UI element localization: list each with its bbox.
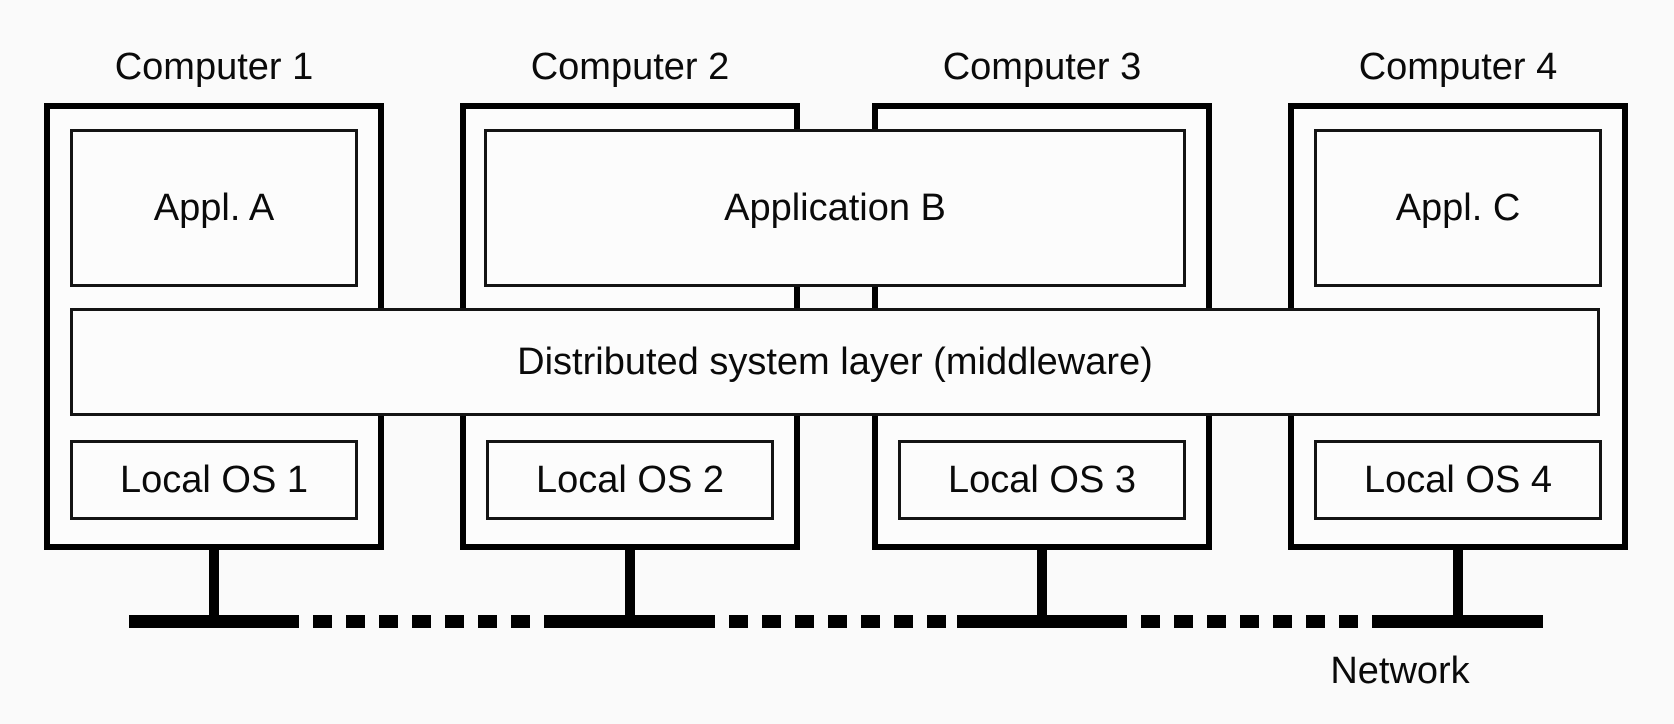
network-stub-3 <box>1037 549 1047 616</box>
appl-a-label: Appl. A <box>153 186 275 229</box>
application-b-label: Application B <box>724 186 946 229</box>
local-os-1-box: Local OS 1 <box>70 440 358 520</box>
appl-a-box: Appl. A <box>70 129 358 287</box>
local-os-3-box: Local OS 3 <box>898 440 1186 520</box>
network-bus-dashed-1 <box>299 615 545 628</box>
computer-3-label: Computer 3 <box>942 46 1142 88</box>
appl-c-box: Appl. C <box>1314 129 1602 287</box>
network-bus-dashed-3 <box>1127 615 1373 628</box>
network-bus-solid-3 <box>957 615 1127 628</box>
network-stub-2 <box>625 549 635 616</box>
network-bus-solid-2 <box>545 615 715 628</box>
local-os-4-label: Local OS 4 <box>1364 458 1552 501</box>
network-stub-4 <box>1453 549 1463 616</box>
computer-4-label: Computer 4 <box>1358 46 1558 88</box>
network-bus-solid-1 <box>129 615 299 628</box>
computer-2-label: Computer 2 <box>530 46 730 88</box>
middleware-layer-label: Distributed system layer (middleware) <box>517 340 1153 383</box>
network-stub-1 <box>209 549 219 616</box>
network-label: Network <box>1330 650 1470 692</box>
network-bus-dashed-2 <box>715 615 957 628</box>
network-bus-solid-4 <box>1373 615 1543 628</box>
local-os-2-box: Local OS 2 <box>486 440 774 520</box>
appl-c-label: Appl. C <box>1395 186 1521 229</box>
local-os-2-label: Local OS 2 <box>536 458 724 501</box>
computer-1-label: Computer 1 <box>114 46 314 88</box>
local-os-3-label: Local OS 3 <box>948 458 1136 501</box>
local-os-1-label: Local OS 1 <box>120 458 308 501</box>
application-b-box: Application B <box>484 129 1186 287</box>
middleware-layer-box: Distributed system layer (middleware) <box>70 308 1600 416</box>
local-os-4-box: Local OS 4 <box>1314 440 1602 520</box>
